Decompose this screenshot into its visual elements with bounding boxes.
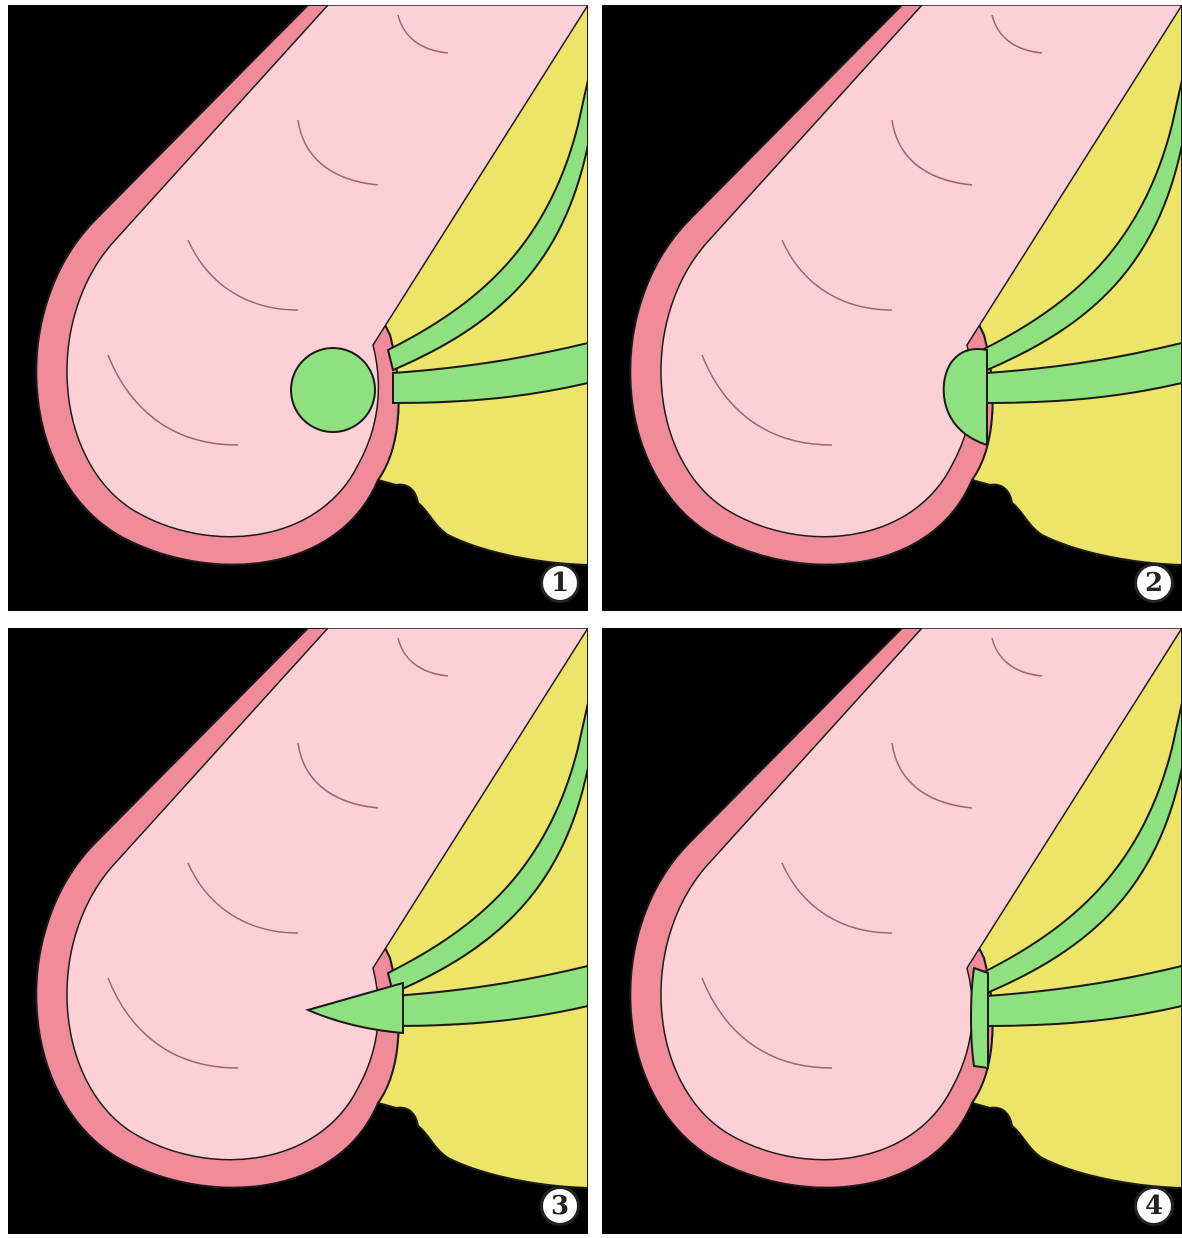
panel-number-badge: 3 (540, 1186, 580, 1226)
panel-number-badge: 1 (540, 563, 580, 603)
diagram-svg (8, 5, 588, 611)
diagram-panel-4: 4 (602, 628, 1182, 1234)
diagram-panel-3: 3 (8, 628, 588, 1234)
duct-end-round (291, 348, 375, 432)
diagram-svg (602, 628, 1182, 1234)
diagram-svg (8, 628, 588, 1234)
diagram-panel-1: 1 (8, 5, 588, 611)
panel-number-badge: 2 (1134, 563, 1174, 603)
panel-number-badge: 4 (1134, 1186, 1174, 1226)
diagram-panel-2: 2 (602, 5, 1182, 611)
duct-end-flat (971, 968, 988, 1068)
diagram-svg (602, 5, 1182, 611)
